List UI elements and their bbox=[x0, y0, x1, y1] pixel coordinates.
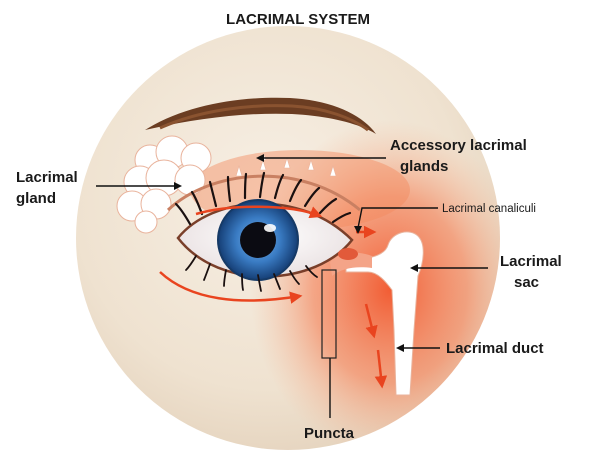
label-puncta: Puncta bbox=[304, 425, 355, 442]
puncta-box bbox=[321, 269, 337, 359]
label-lacrimal-sac-line2: sac bbox=[514, 274, 539, 291]
label-accessory-glands-line1: Accessory lacrimal bbox=[390, 137, 527, 154]
leader-arrowheads bbox=[174, 154, 418, 352]
leader-lines bbox=[96, 157, 488, 418]
lower-eyelashes bbox=[185, 255, 318, 292]
caruncle bbox=[338, 248, 358, 260]
label-lacrimal-duct: Lacrimal duct bbox=[446, 340, 544, 357]
eyebrow-shade bbox=[159, 104, 369, 132]
upper-eyelashes bbox=[174, 171, 352, 226]
upper-lid-crease bbox=[166, 174, 361, 212]
label-lacrimal-gland-line2: gland bbox=[16, 190, 56, 207]
diagram-title: LACRIMAL SYSTEM bbox=[226, 11, 370, 28]
lacrimal-gland bbox=[116, 135, 212, 234]
label-accessory-glands-line2: glands bbox=[400, 158, 448, 175]
eyebrow bbox=[145, 97, 376, 134]
label-lacrimal-canaliculi: Lacrimal canaliculi bbox=[442, 203, 536, 215]
label-lacrimal-gland-line1: Lacrimal bbox=[16, 169, 78, 186]
tear-flow-arrows bbox=[159, 205, 388, 389]
canaliculi-shape bbox=[330, 252, 372, 276]
eye-highlight bbox=[264, 224, 276, 232]
label-lacrimal-sac-line1: Lacrimal bbox=[500, 253, 562, 270]
